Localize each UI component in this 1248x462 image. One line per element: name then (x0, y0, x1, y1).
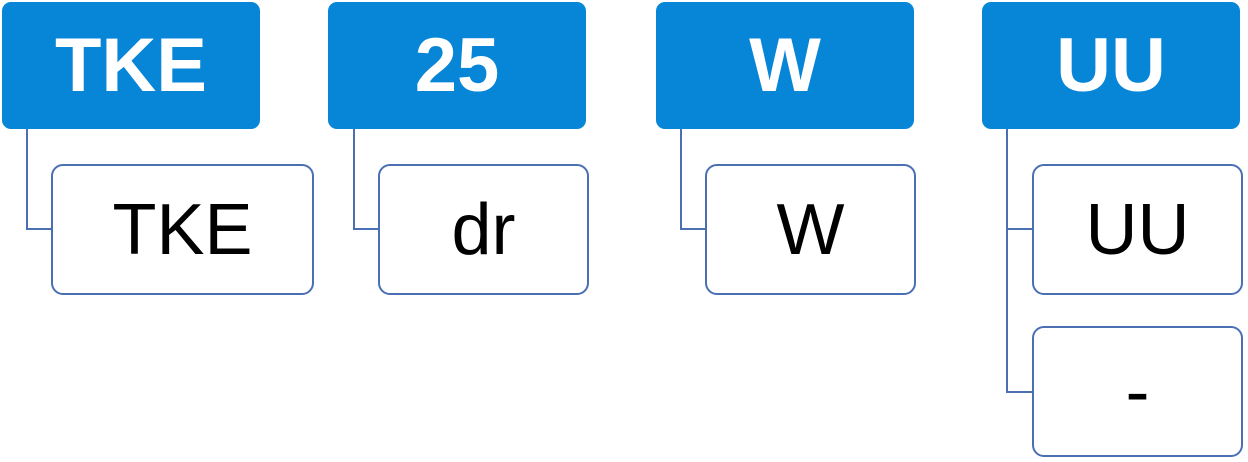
child-box-tke: TKE (51, 164, 314, 295)
connector-tke-to-tke (26, 129, 51, 230)
child-box-uu: UU (1032, 164, 1243, 295)
child-box-w: W (705, 164, 916, 295)
child-box-dash: - (1032, 326, 1243, 457)
header-box-w: W (656, 2, 914, 129)
header-box-tke: TKE (2, 2, 260, 129)
connector-uu-trunk (1006, 129, 1032, 393)
connector-w-to-w (680, 129, 705, 230)
header-box-uu: UU (982, 2, 1240, 129)
connector-25-to-dr (353, 129, 378, 230)
header-box-25: 25 (328, 2, 586, 129)
child-box-dr: dr (378, 164, 589, 295)
